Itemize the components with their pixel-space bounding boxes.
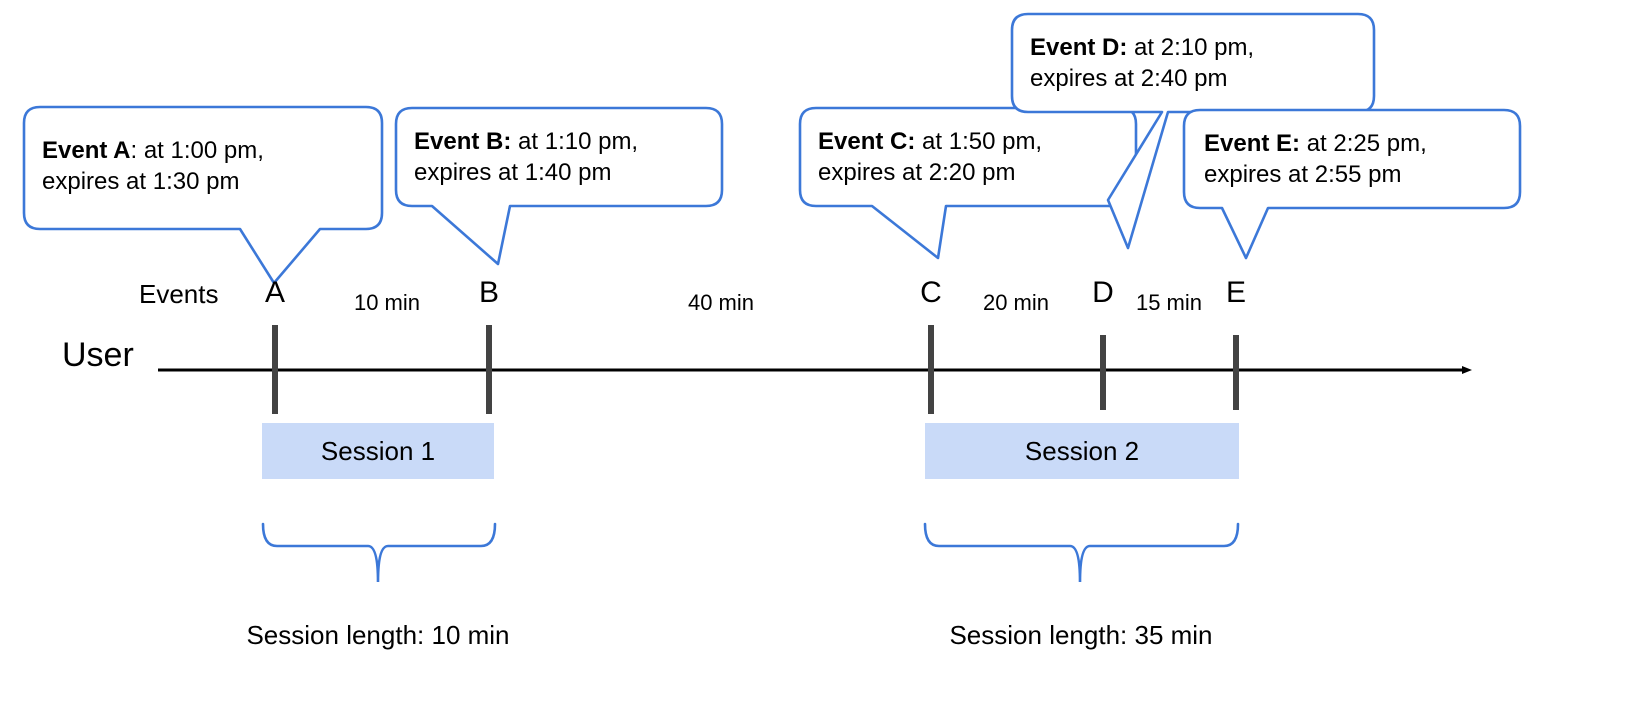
axis-row-label-user: User <box>62 336 134 374</box>
callout-lead-d: Event D: <box>1030 34 1128 61</box>
callout-line2-e: expires at 2:55 pm <box>1204 161 1402 188</box>
callout-text-d: Event D: at 2:10 pm, expires at 2:40 pm <box>1030 32 1254 94</box>
session-1-brace <box>261 522 497 583</box>
callout-line2-b: expires at 1:40 pm <box>414 159 612 186</box>
callout-text-a: Event A: at 1:00 pm, expires at 1:30 pm <box>42 135 264 197</box>
events-row-label: Events <box>139 279 219 309</box>
gap-label-d-e: 15 min <box>1135 290 1203 315</box>
callout-bubble-d <box>1010 12 1376 250</box>
callout-lead-a: Event A <box>42 137 131 164</box>
callout-sep-a: : <box>130 137 144 164</box>
callout-lead-b: Event B: <box>414 128 512 155</box>
event-letter-e: E <box>1225 276 1246 309</box>
gap-label-b-c: 40 min <box>687 290 755 315</box>
callout-line1-a: at 1:00 pm, <box>143 137 264 164</box>
callout-line2-a: expires at 1:30 pm <box>42 168 240 195</box>
event-letter-c: C <box>920 276 942 309</box>
callout-bubble-c <box>798 106 1138 260</box>
callout-line1-c: at 1:50 pm, <box>922 128 1043 155</box>
callout-text-b: Event B: at 1:10 pm, expires at 1:40 pm <box>414 126 638 188</box>
callout-text-e: Event E: at 2:25 pm, expires at 2:55 pm <box>1204 128 1427 190</box>
session-2-length-label: Session length: 35 min <box>949 620 1213 650</box>
callout-lead-e: Event E: <box>1204 130 1301 157</box>
gap-label-c-d: 20 min <box>982 290 1050 315</box>
event-letter-a: A <box>264 276 285 309</box>
session-2-brace <box>923 522 1240 583</box>
callout-text-c: Event C: at 1:50 pm, expires at 2:20 pm <box>818 126 1042 188</box>
callout-line2-d: expires at 2:40 pm <box>1030 65 1228 92</box>
session-1-length-label: Session length: 10 min <box>246 620 510 650</box>
callout-lead-c: Event C: <box>818 128 916 155</box>
callout-bubble-a <box>22 105 384 285</box>
callout-bubble-b <box>394 106 724 266</box>
gap-label-a-b: 10 min <box>353 290 421 315</box>
event-letter-d: D <box>1092 276 1114 309</box>
session-box-1[interactable]: Session 1 <box>262 423 494 479</box>
callout-line2-c: expires at 2:20 pm <box>818 159 1016 186</box>
callout-line1-e: at 2:25 pm, <box>1306 130 1427 157</box>
callout-bubble-e <box>1182 108 1522 260</box>
event-letter-b: B <box>478 276 499 309</box>
callout-line1-d: at 2:10 pm, <box>1134 34 1255 61</box>
callout-line1-b: at 1:10 pm, <box>518 128 639 155</box>
session-box-2[interactable]: Session 2 <box>925 423 1239 479</box>
